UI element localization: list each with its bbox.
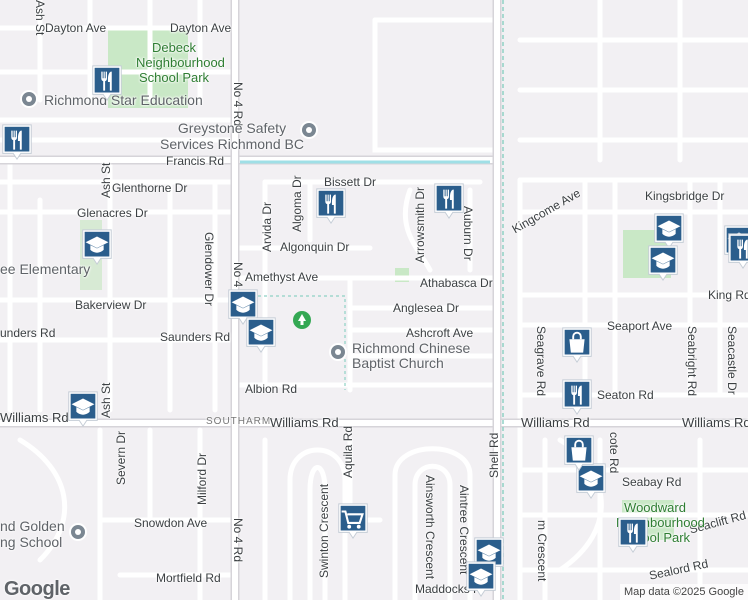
street-label-seagrave-rd: Seagrave Rd [534,326,548,397]
street-label-athabasca-dr: Athabasca Dr [420,276,493,290]
school-icon[interactable] [244,316,278,354]
street-label-amethyst-ave: Amethyst Ave [245,270,319,284]
google-logo: Google [4,578,70,600]
restaurant-icon[interactable] [90,64,124,102]
school-icon[interactable] [574,462,608,500]
place-label-debeck-park[interactable]: Debeck Neighbourhood School Park [136,40,225,85]
school-icon[interactable] [226,288,260,326]
street-label-glenthorne-dr: Glenthorne Dr [112,181,188,195]
street-label-williams-rd-west: Williams Rd [0,410,69,425]
street-label-ash-st-north: Ash St [33,0,47,36]
street-label-kingsbridge-dr: Kingsbridge Dr [645,189,725,203]
street-label-ashcroft-ave: Ashcroft Ave [406,326,474,340]
neighbourhood-label-southarm: SOUTHARM [206,416,272,427]
restaurant-icon[interactable] [560,378,594,416]
street-label-seabright-rd: Seabright Rd [685,326,699,397]
street-label-seaton-rd: Seaton Rd [597,388,654,402]
street-label-swinton-crescent: Swinton Crescent [317,483,331,578]
shopping-bag-icon[interactable] [560,326,594,364]
street-label-milford-dr: Milford Dr [195,452,209,505]
restaurant-icon[interactable] [314,187,348,225]
school-icon[interactable] [652,212,686,250]
school-icon[interactable] [646,244,680,282]
street-label-seaham-crescent: m Crescent [535,520,549,582]
street-label-seaport-ave: Seaport Ave [607,319,673,333]
street-label-dayton-ave: Dayton Ave [170,21,232,35]
street-label-saunders-rd: Saunders Rd [160,330,231,344]
street-label-arrowsmith-dr: Arrowsmith Dr [413,186,427,263]
map-attribution: Map data ©2025 Google [619,584,748,600]
street-label-king-rd: King Rd [708,288,748,302]
street-label-ainsworth-crescent: Ainsworth Crescent [423,475,437,580]
street-label-dayton-ave-west: Dayton Ave [45,21,107,35]
street-label-no4rd-south: No 4 Rd [231,518,245,563]
park-tree-icon[interactable] [292,310,312,330]
restaurant-icon[interactable] [616,516,650,554]
place-label-golden-school[interactable]: ng School [0,534,63,550]
place-label-chinese-baptist[interactable]: Richmond Chinese Baptist Church [352,340,471,371]
shopping-bag-icon[interactable] [562,434,596,472]
street-label-francis-rd: Francis Rd [166,154,225,168]
restaurant-icon[interactable] [432,182,466,220]
place-label-richmond-education[interactable]: Richmond Star Education [44,92,203,108]
street-label-shell-rd: Shell Rd [487,432,501,478]
street-label-saunders-rd-west: unders Rd [0,326,56,340]
school-icon[interactable] [80,228,114,266]
street-label-severn-dr: Severn Dr [114,430,128,485]
shopping-cart-icon[interactable] [336,502,370,540]
place-label-golden[interactable]: nd Golden [0,518,65,534]
street-label-aquila-rd: Aquila Rd [341,425,355,478]
street-label-williams-rd-far-east: Williams Rd [682,415,748,430]
street-label-ash-st: Ash St [99,162,113,198]
street-label-seacastle-dr: Seacastle Dr [725,326,739,395]
street-label-williams-rd: Williams Rd [270,415,339,430]
school-icon[interactable] [66,390,100,428]
place-label-elementary[interactable]: ee Elementary [0,261,91,277]
trail [240,295,346,390]
street-label-mortfield-rd: Mortfield Rd [156,571,221,585]
street-label-seabay-rd: Seabay Rd [622,475,682,489]
restaurant-icon[interactable] [726,232,748,270]
school-icon[interactable] [464,560,498,598]
street-label-algonquin-dr: Algonquin Dr [280,240,350,254]
restaurant-icon[interactable] [0,123,34,161]
street-label-arvida-dr: Arvida Dr [260,201,274,252]
street-label-glenacres-dr: Glenacres Dr [77,206,148,220]
place-icon[interactable] [300,121,318,139]
church-icon[interactable] [329,343,347,361]
street-label-glendower-dr: Glendower Dr [202,232,216,307]
place-icon[interactable] [69,523,87,541]
street-label-albion-rd: Albion Rd [245,382,298,396]
street-label-williams-rd-east: Williams Rd [521,415,590,430]
street-label-snowdon-ave: Snowdon Ave [134,516,208,530]
street-label-bakerview-dr: Bakerview Dr [75,298,147,312]
street-label-algoma-dr: Algoma Dr [290,175,304,232]
street-label-ash-st-south: Ash St [99,382,113,418]
street-label-maddocks-rd: Maddocks R [415,582,482,596]
street-label-anglesea-dr: Anglesea Dr [393,301,460,315]
street-label-seaside-rd: cote Rd [607,432,621,474]
place-label-greystone[interactable]: Greystone Safety Services Richmond BC [160,120,304,152]
street-label-bissett-dr: Bissett Dr [324,175,377,189]
place-icon[interactable] [20,90,38,108]
